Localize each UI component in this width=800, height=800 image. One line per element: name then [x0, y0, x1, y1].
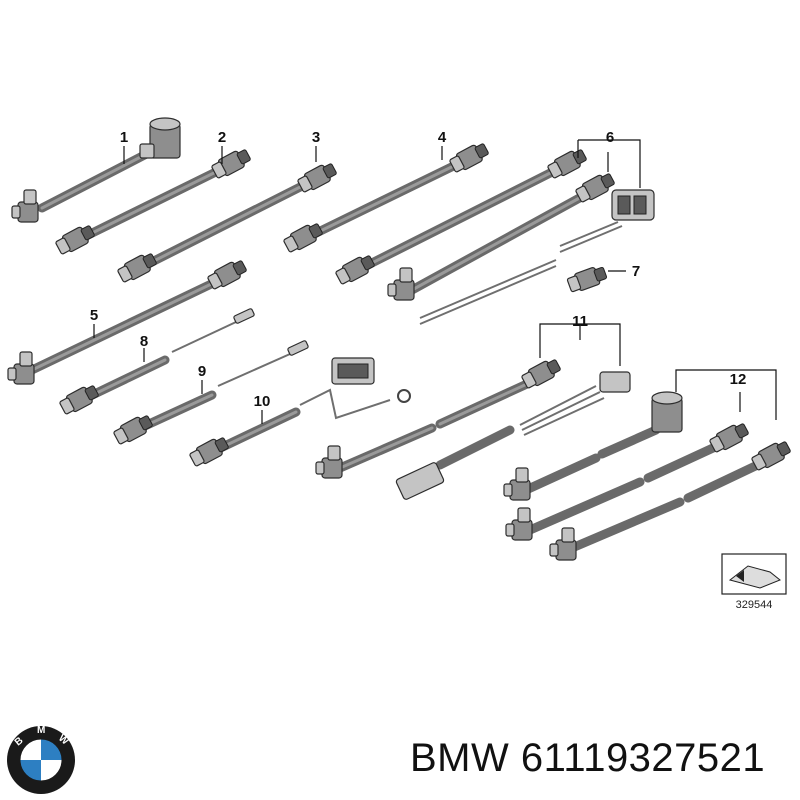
straight-connector-icon: [707, 419, 751, 455]
part-number: 61119327521: [520, 736, 766, 780]
part-12-cable-set: [503, 391, 793, 561]
straight-connector-icon: [447, 139, 491, 175]
straight-connector-icon: [545, 145, 589, 181]
straight-connector-icon: [57, 381, 101, 417]
brand-name: BMW: [410, 736, 510, 780]
part-6-cable-set: [333, 145, 655, 325]
brand-caption: BMW 61119327521: [410, 736, 765, 781]
plug-housing-icon: [395, 462, 445, 500]
part-10-cable: [187, 357, 411, 469]
tall-connector-icon: [139, 117, 181, 159]
reference-code: 329544: [736, 599, 773, 611]
part-1-cable: [11, 117, 181, 223]
plug-housing-icon: [611, 189, 655, 221]
part-label-12: 12: [730, 371, 747, 388]
part-label-5: 5: [90, 307, 98, 324]
reference-arrow-icon: [721, 553, 787, 595]
angled-connector-icon: [315, 445, 343, 479]
part-11-cable-set: [315, 355, 631, 500]
part-labels: 1 2 3 4 5 6 7 8 9 10 11 12: [90, 129, 747, 410]
angled-connector-icon: [505, 507, 533, 541]
straight-connector-icon: [333, 251, 377, 287]
part-4-cable: [281, 139, 491, 255]
part-2-cable: [53, 145, 253, 257]
bmw-logo-icon: B M W: [7, 725, 75, 794]
plug-housing-icon: [331, 357, 375, 385]
part-label-8: 8: [140, 333, 148, 350]
straight-connector-icon: [749, 437, 793, 473]
straight-connector-icon: [209, 145, 253, 181]
straight-connector-icon: [115, 249, 159, 285]
angled-connector-icon: [11, 189, 39, 223]
part-5-cable: [7, 256, 249, 385]
straight-connector-icon: [187, 433, 231, 469]
angled-connector-icon: [387, 267, 415, 301]
part-label-2: 2: [218, 129, 226, 146]
part-label-7: 7: [632, 263, 640, 280]
straight-connector-icon: [295, 159, 339, 195]
straight-connector-icon: [573, 169, 617, 205]
logo-letter-m: M: [37, 725, 45, 736]
part-label-4: 4: [438, 129, 447, 146]
part-9-cable: [111, 340, 309, 447]
straight-connector-icon: [565, 263, 609, 295]
straight-connector-icon: [53, 221, 97, 257]
angled-connector-icon: [549, 527, 577, 561]
straight-connector-icon: [519, 355, 563, 391]
part-label-1: 1: [120, 129, 128, 146]
straight-connector-icon: [205, 256, 249, 292]
part-label-10: 10: [254, 393, 271, 410]
part-7-connector: [565, 263, 609, 295]
part-3-cable: [115, 159, 339, 285]
part-label-3: 3: [312, 129, 320, 146]
part-label-9: 9: [198, 363, 206, 380]
tall-connector-icon: [651, 391, 683, 433]
straight-connector-icon: [111, 411, 155, 447]
part-label-11: 11: [572, 313, 588, 330]
straight-connector-icon: [281, 219, 325, 255]
angled-connector-icon: [7, 351, 35, 385]
part-8-cable: [57, 308, 255, 417]
leader-lines: [93, 139, 777, 424]
part-label-6: 6: [606, 129, 614, 146]
angled-connector-icon: [503, 467, 531, 501]
